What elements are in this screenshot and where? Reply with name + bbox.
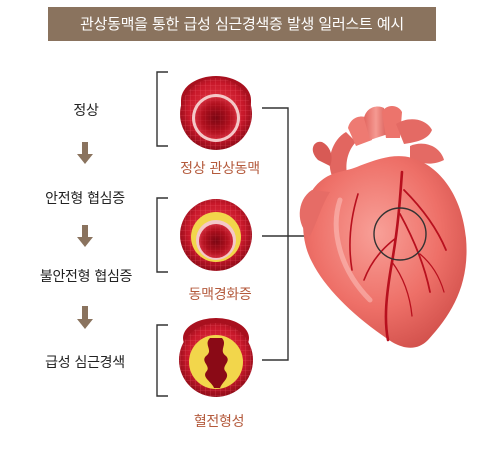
stage-label-stable-angina: 안전형 협심증 xyxy=(45,191,125,207)
atherosclerosis-artery-icon xyxy=(180,199,252,271)
stage-arrow xyxy=(77,225,93,247)
heart-icon xyxy=(299,106,467,348)
normal-artery-icon xyxy=(180,76,252,150)
vessel-label-thrombus: 혈전형성 xyxy=(193,414,245,430)
vessel-label-atherosclerosis: 동맥경화증 xyxy=(188,287,252,303)
thrombus-artery-icon xyxy=(179,318,253,397)
stage-arrow xyxy=(77,306,93,329)
vessel-label-normal: 정상 관상동맥 xyxy=(180,161,260,177)
stage-label-acute-mi: 급성 심근경색 xyxy=(45,355,125,371)
stage-arrow xyxy=(77,142,93,164)
bracket xyxy=(156,324,168,397)
stage-label-unstable-angina: 불안전형 협심증 xyxy=(39,269,133,285)
stage-label-normal: 정상 xyxy=(73,103,99,119)
bracket xyxy=(156,71,168,147)
bracket xyxy=(156,197,168,273)
page-title: 관상동맥을 통한 급성 심근경색증 발생 일러스트 예시 xyxy=(48,7,436,41)
